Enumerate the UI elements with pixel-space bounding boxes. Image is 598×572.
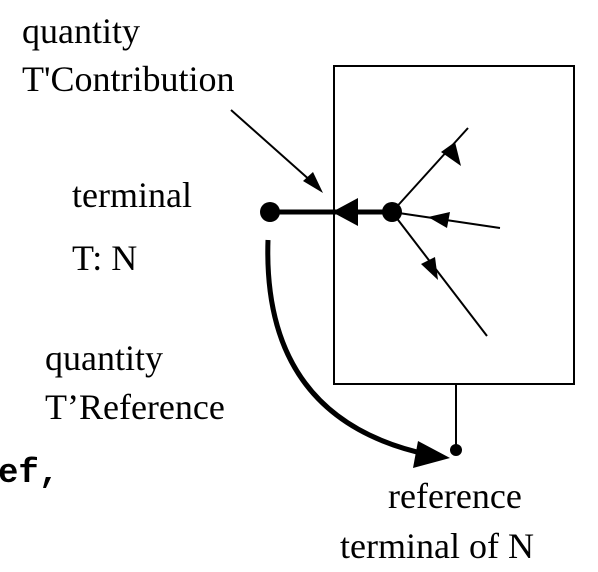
quantity-reference-label-line2: T’Reference [45, 387, 225, 427]
reference-terminal-label-line1: reference [388, 476, 522, 516]
node-box [333, 65, 575, 385]
contribution-arrowhead [332, 198, 358, 226]
terminal-label-line1: terminal [72, 175, 192, 215]
internal-branch-up [391, 127, 469, 213]
internal-branch-down [391, 211, 488, 337]
quantity-contribution-label-line1: quantity [22, 11, 140, 51]
reference-curve [265, 239, 431, 458]
contribution-pointer-arrowhead [303, 172, 323, 193]
internal-branch-mid-arrowhead [428, 212, 450, 228]
quantity-contribution-label-line2: T'Contribution [22, 59, 234, 99]
quantity-reference-label-line1: quantity [45, 338, 163, 378]
internal-node-dot [382, 202, 402, 222]
contribution-pointer-line [230, 109, 313, 183]
cut-code-fragment: ef, [0, 455, 59, 493]
terminal-dot [260, 202, 280, 222]
internal-branch-up-arrowhead [441, 142, 461, 166]
terminal-label-line2: T: N [72, 238, 137, 278]
reference-terminal-dot [450, 444, 462, 456]
reference-curve-arrowhead [413, 441, 450, 468]
reference-terminal-label-line2: terminal of N [340, 526, 534, 566]
internal-branch-down-arrowhead [421, 257, 438, 280]
